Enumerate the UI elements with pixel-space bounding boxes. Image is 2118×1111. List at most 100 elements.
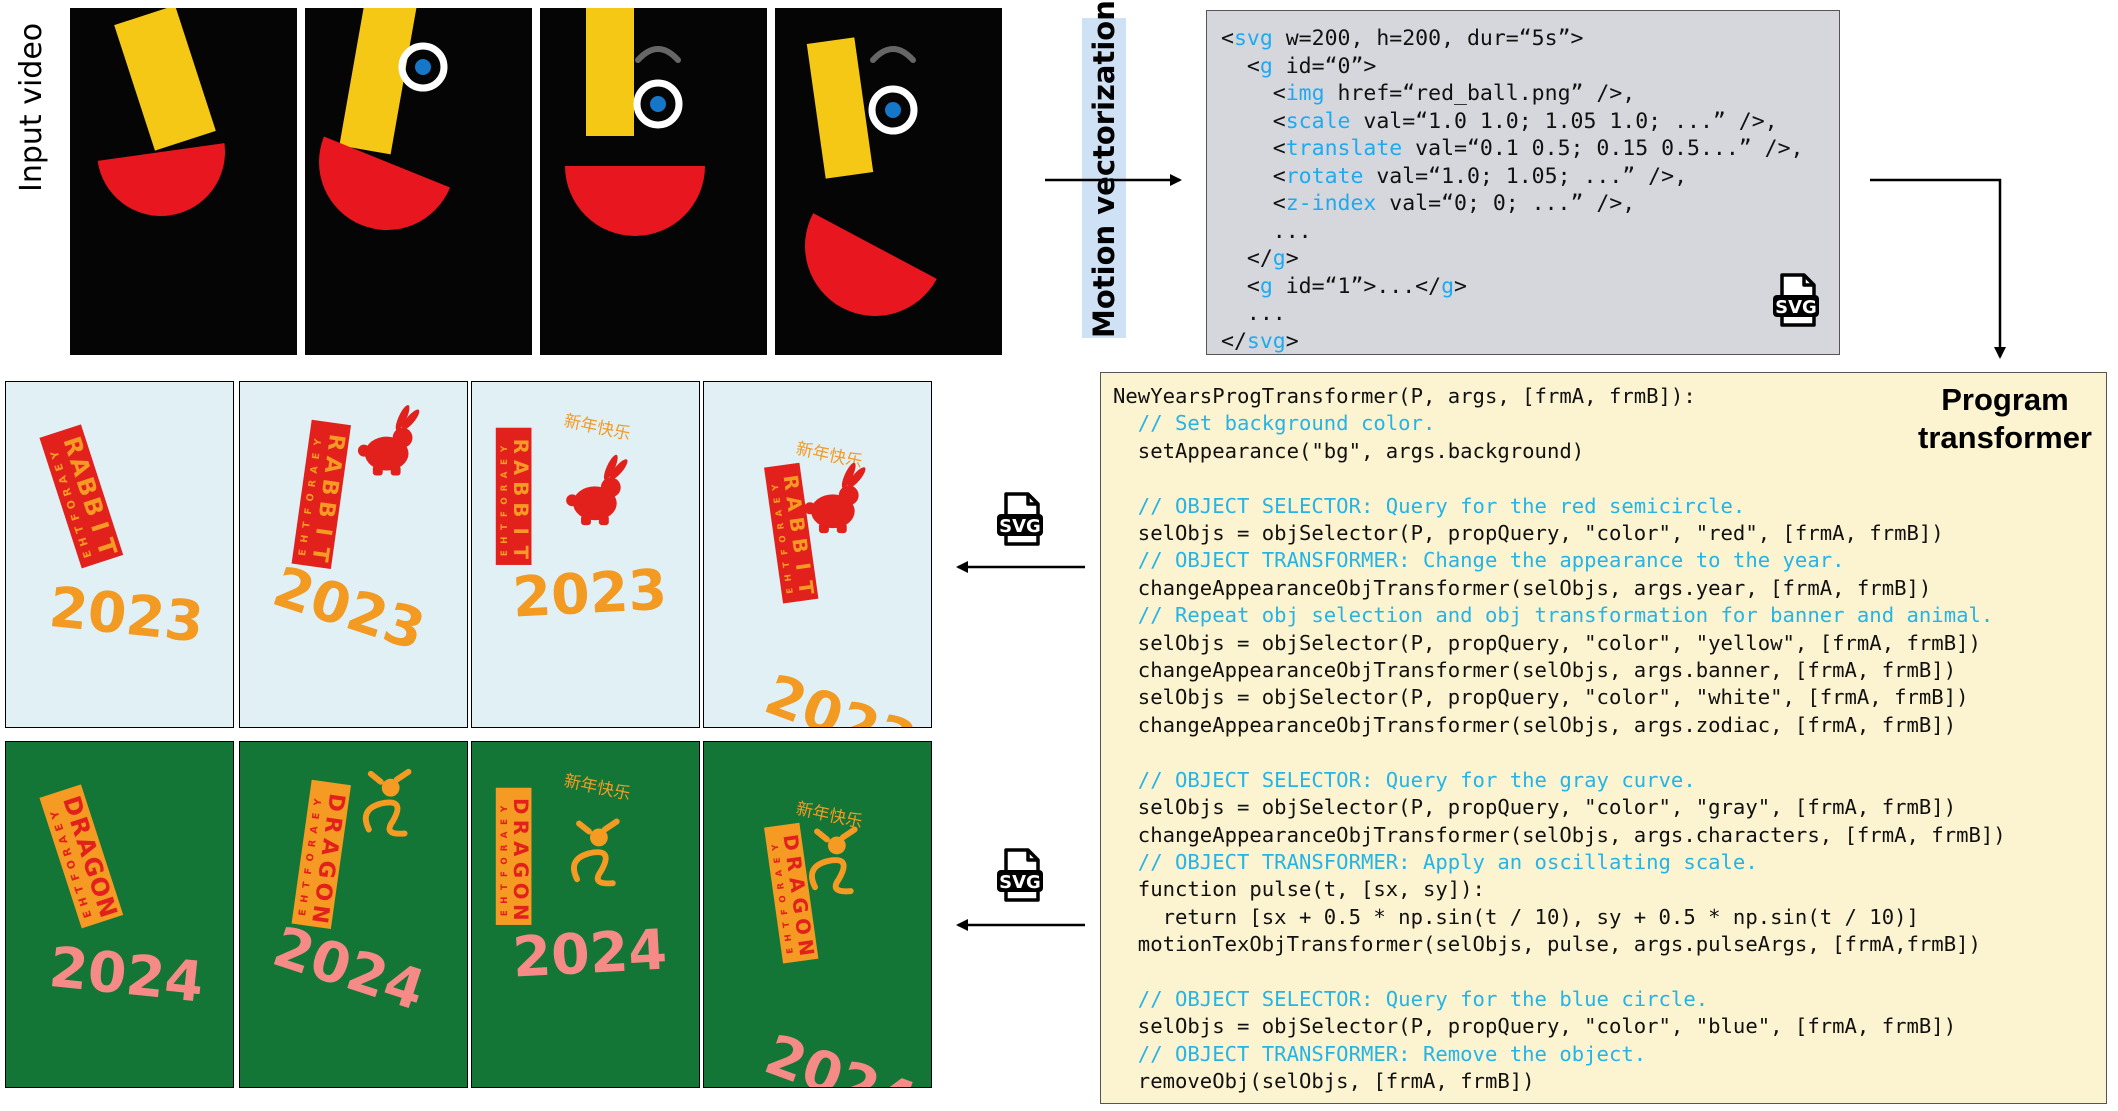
banner-text: R [500,484,510,491]
code-comment: // OBJECT TRANSFORMER: Change the appear… [1113,548,1845,573]
banner-text: E [297,909,309,917]
red-semicircle [805,213,937,316]
banner-text: A [309,465,321,474]
code-line: changeAppearanceObjTransformer(selObjs, … [1113,822,2006,847]
banner-text: R [509,439,532,454]
banner-text: H [500,897,510,904]
code-line: selObjs = objSelector(P, propQuery, "col… [1113,685,1969,710]
code-line: changeAppearanceObjTransformer(selObjs, … [1113,712,1957,737]
svg-keyword: svg [1233,26,1273,51]
svg-keyword: g [1259,53,1273,79]
banner-text: E [500,550,510,556]
code-comment: // OBJECT SELECTOR: Query for the blue c… [1113,986,1709,1011]
banner-text: R [307,839,319,848]
blue-circle [415,59,431,75]
banner-text: O [305,493,317,503]
banner-text: B [787,537,812,555]
banner-text: H [783,573,794,582]
dragon-icon [362,768,412,837]
banner-text: A [316,837,343,857]
banner-text: E [81,909,95,920]
banner-text: R [307,479,319,488]
banner-text: E [772,856,783,863]
blue-circle [650,96,666,112]
svg-code-line: <translate val=“0.1 0.5; 0.15 0.5...” />… [1221,136,1804,161]
banner-text: B [784,516,809,534]
banner-text: E [81,549,95,560]
banner-text: R [319,815,346,835]
dragon-icon [809,826,858,895]
banner-text: G [787,896,812,915]
svg-text:SVG: SVG [999,872,1041,893]
banner-text: R [61,486,75,497]
svg-code-line: <rotate val=“1.0; 1.05; ...” />, [1221,163,1688,189]
code-line: setAppearance("bg", args.background) [1113,438,1585,463]
year-text: 2024 [511,918,669,991]
banner-text: R [781,855,806,873]
code-line: changeAppearanceObjTransformer(selObjs, … [1113,658,1957,683]
banner-text: H [77,896,91,908]
banner-text: N [793,938,818,958]
dragon-icon [571,818,620,887]
code-line: changeAppearanceObjTransformer(selObjs, … [1113,575,1932,600]
banner-text: O [65,498,79,510]
year-text: 2023 [511,558,669,631]
program-code: NewYearsProgTransformer(P, args, [frmA, … [1113,383,2006,1096]
banner-text: E [53,822,67,833]
svg-text:SVG: SVG [1775,297,1817,318]
rabbit-icon [357,405,420,476]
banner-text: O [305,853,317,863]
banner-text: E [53,462,67,473]
yellow-rectangle [586,8,634,136]
banner-text: O [778,535,789,544]
banner-text: G [509,862,532,878]
banner-text: R [776,522,787,530]
banner-text: E [772,496,783,503]
code-line: removeObj(selObjs, [frmA, frmB]) [1113,1069,1535,1094]
gray-curve [870,46,916,63]
svg-code-box: <svg w=200, h=200, dur=“5s”> <g id=“0”> … [1206,10,1840,355]
banner-text: F [69,872,83,883]
svg-keyword: g [1441,273,1455,299]
banner-text: F [780,548,791,555]
code-comment: // OBJECT SELECTOR: Query for the gray c… [1113,767,1696,792]
banner-text: H [299,534,311,543]
svg-code-line: </g> [1221,246,1299,271]
banner-text: E [311,812,323,820]
yellow-rectangle [114,8,216,151]
banner-text: B [509,481,532,496]
banner-text: O [65,858,79,870]
year-text: 2024 [46,935,206,1016]
banner-text: F [500,871,510,877]
code-line: selObjs = objSelector(P, propQuery, "col… [1113,795,1957,820]
rabbit-icon [566,454,628,526]
banner-text: O [500,497,510,504]
banner-text: T [793,579,818,596]
yellow-rectangle [806,37,874,179]
code-comment: // OBJECT SELECTOR: Query for the red se… [1113,493,1746,518]
banner-text: T [509,546,532,560]
banner-text: T [782,921,793,928]
banner-text: E [500,459,510,465]
banner-text: A [500,831,510,838]
banner-text: D [322,792,349,813]
banner-text: A [774,509,785,517]
banner-text: A [781,494,806,513]
white-ring [398,42,448,92]
banner-text: T [306,545,333,563]
banner-text: A [784,875,809,894]
yellow-rectangle [339,8,417,155]
banner-text: G [312,859,339,880]
banner-text: E [311,452,323,460]
svg-keyword: g [1272,246,1286,271]
banner-text: Y [500,805,510,813]
svg-code-line: <svg w=200, h=200, dur=“5s”> [1221,26,1584,51]
program-transformer-box: NewYearsProgTransformer(P, args, [frmA, … [1100,372,2107,1104]
banner-text: T [73,883,87,894]
